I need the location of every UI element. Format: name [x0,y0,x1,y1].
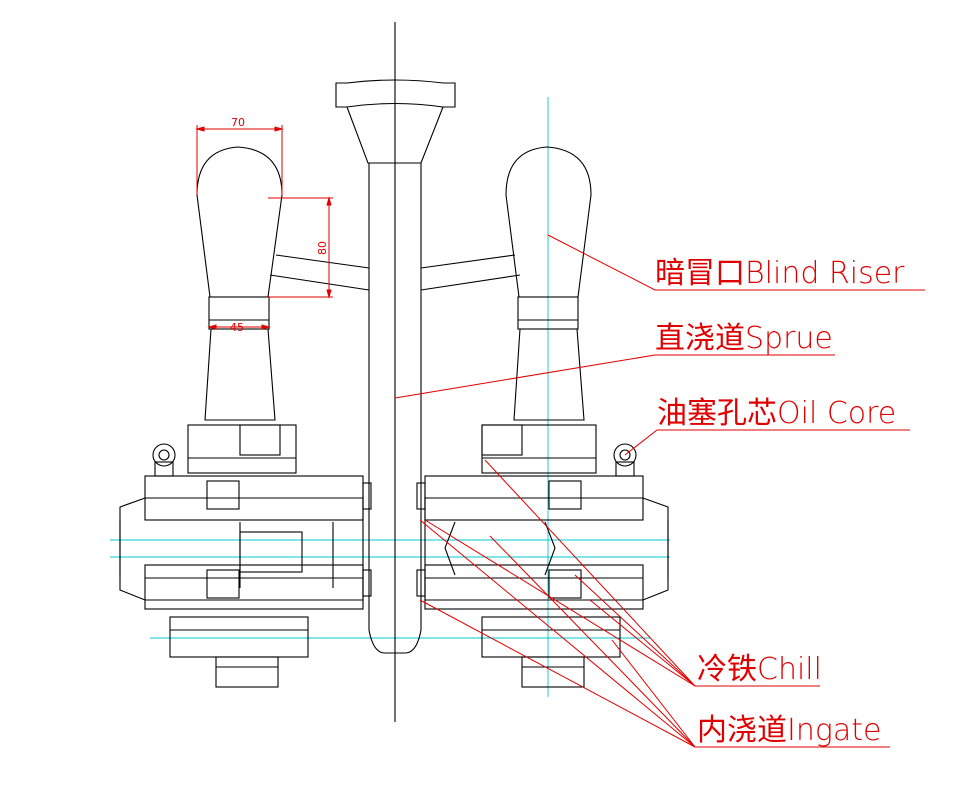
sprue [269,22,521,722]
dimension-lines [195,125,333,330]
label-blind-riser: 暗冒口Blind Riser [655,256,905,291]
leader-lines [394,234,925,748]
dimension-45-text: 45 [230,321,244,334]
dimension-80-text: 80 [316,241,329,255]
label-ingate: 内浇道Ingate [697,713,881,748]
centerlines [110,97,670,697]
dimension-70-text: 70 [231,116,245,129]
label-sprue: 直浇道Sprue [655,321,833,356]
label-oil-core: 油塞孔芯Oil Core [657,396,896,431]
label-chill: 冷铁Chill [697,652,822,687]
left-casting [119,146,372,688]
right-casting [416,146,669,688]
